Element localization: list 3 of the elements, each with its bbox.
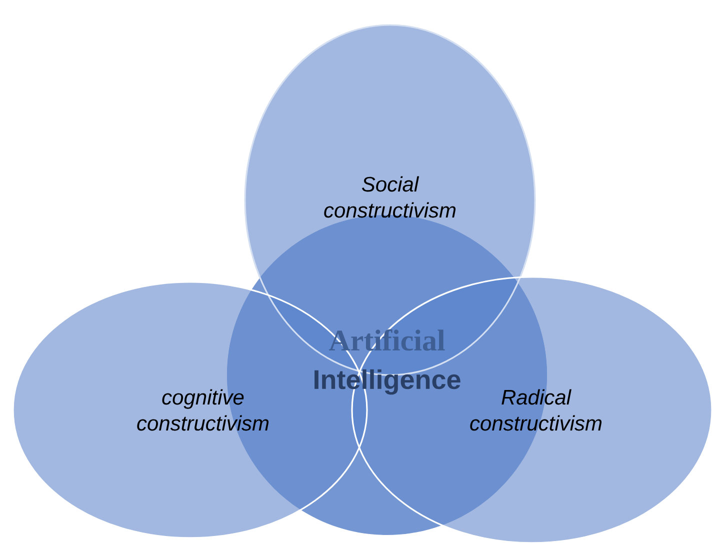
venn-label: Radical constructivism xyxy=(470,389,602,431)
venn-label: Social constructivism xyxy=(324,176,456,218)
venn-label: cognitive constructivism xyxy=(137,389,269,431)
